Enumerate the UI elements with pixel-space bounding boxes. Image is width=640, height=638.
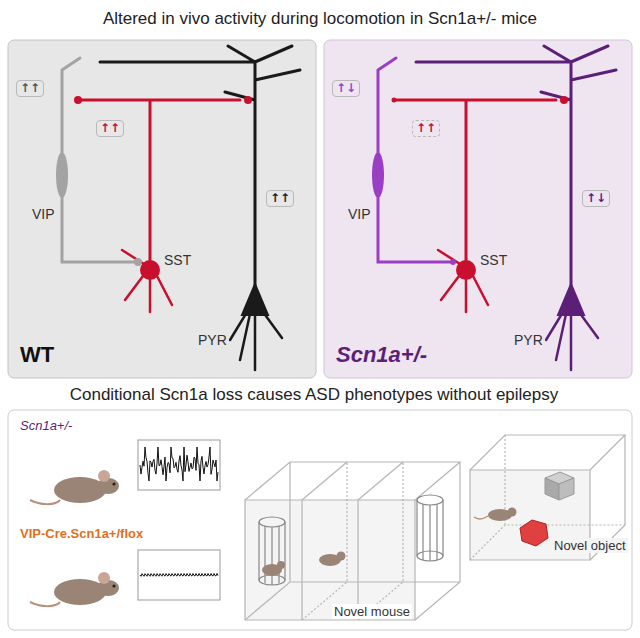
mouse-figure bbox=[319, 552, 346, 567]
wt-circuit bbox=[56, 46, 300, 370]
panel-label: WT bbox=[20, 342, 54, 368]
eeg-box bbox=[138, 550, 220, 600]
mouse-figure bbox=[30, 572, 119, 606]
activity-arrows: ↑↑ bbox=[16, 80, 44, 97]
eeg-trace bbox=[140, 447, 218, 481]
activity-arrows: ↑↓ bbox=[582, 190, 610, 207]
object-label: Novel object bbox=[552, 538, 628, 553]
cell-label: PYR bbox=[512, 332, 545, 348]
wt-panel-ground bbox=[8, 40, 316, 378]
novel-object bbox=[520, 520, 548, 546]
familiar-object bbox=[545, 472, 574, 500]
activity-arrows: ↑↑ bbox=[412, 120, 440, 137]
genotype-label: Scn1a+/- bbox=[18, 418, 74, 433]
eeg-box bbox=[138, 440, 220, 490]
cell-label: SST bbox=[162, 252, 193, 268]
cell-label: SST bbox=[478, 252, 509, 268]
object-label: Novel mouse bbox=[332, 604, 412, 619]
title: Altered in vivo activity during locomoti… bbox=[0, 9, 640, 29]
cell-label: VIP bbox=[346, 206, 373, 222]
three-chamber-box bbox=[245, 462, 460, 620]
mutant-circuit bbox=[372, 46, 616, 370]
wire-cup bbox=[259, 517, 285, 585]
wire-cup bbox=[417, 495, 443, 561]
section-heading: Conditional Scn1a loss causes ASD phenot… bbox=[0, 385, 636, 405]
activity-arrows: ↑↑ bbox=[266, 190, 294, 207]
panel-label: Scn1a+/- bbox=[336, 342, 427, 368]
activity-arrows: ↑↑ bbox=[96, 120, 124, 137]
cell-label: VIP bbox=[30, 206, 57, 222]
eeg-trace bbox=[140, 574, 218, 577]
activity-arrows: ↑↓ bbox=[332, 80, 360, 97]
mouse-figure bbox=[474, 508, 517, 522]
mutant-panel-ground bbox=[324, 40, 632, 378]
bottom-panel bbox=[8, 410, 632, 630]
mouse-figure bbox=[262, 561, 285, 576]
cell-label: PYR bbox=[196, 332, 229, 348]
mouse-figure bbox=[30, 470, 119, 504]
genotype-label: VIP-Cre.Scn1a+/flox bbox=[18, 526, 145, 541]
